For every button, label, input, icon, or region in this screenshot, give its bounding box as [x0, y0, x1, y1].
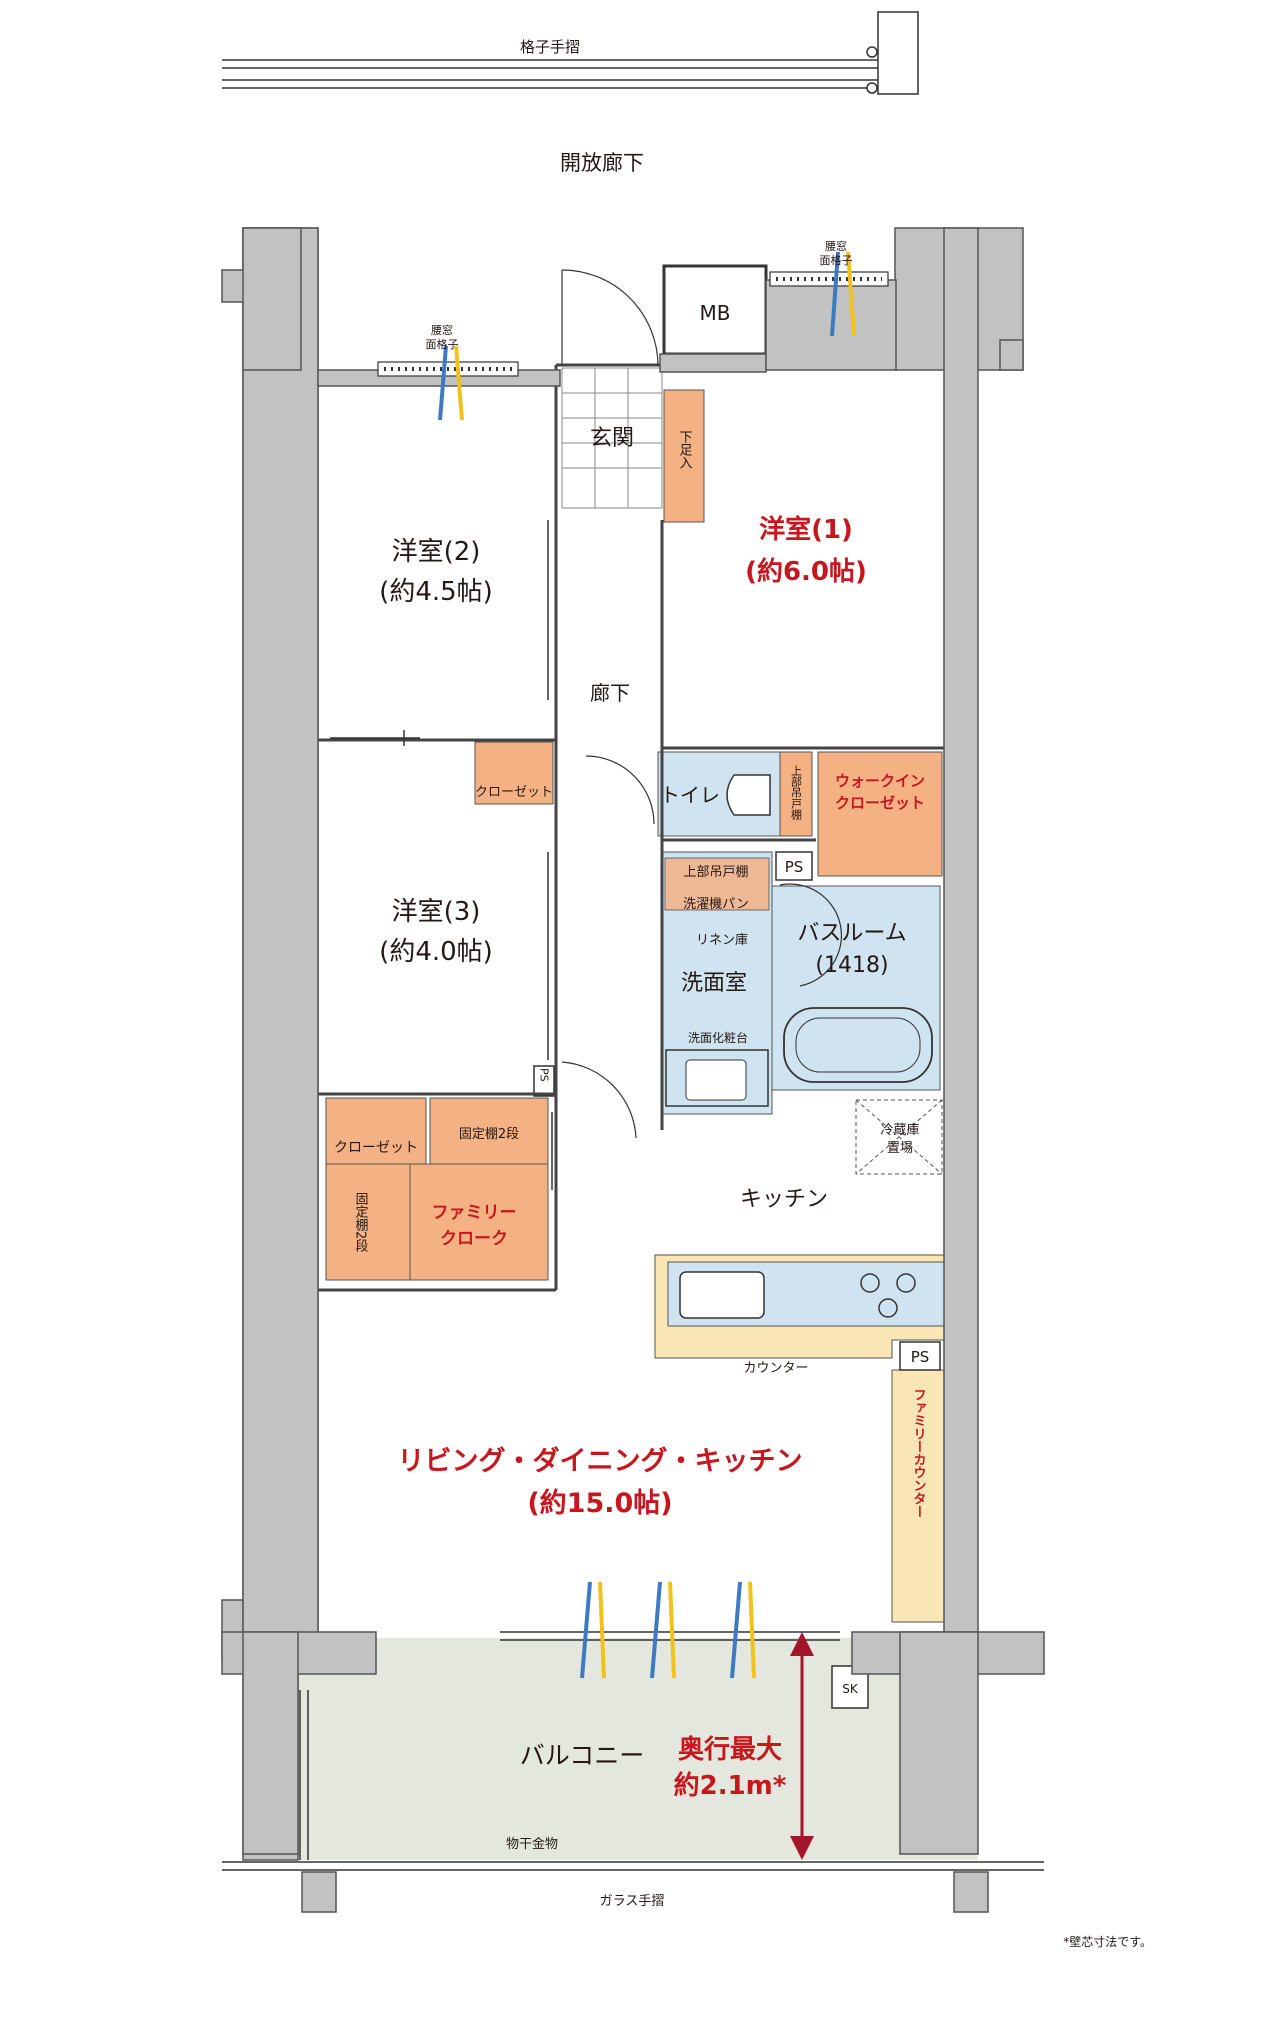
- ldk-size: (約15.0帖): [527, 1487, 672, 1519]
- ps-label-2: PS: [911, 1348, 930, 1366]
- ps-label-3: PS: [538, 1068, 551, 1082]
- washer-pan-label: 洗濯機パン: [683, 897, 749, 912]
- bathtub: [783, 1007, 933, 1083]
- airflow-arrows: [438, 251, 856, 1679]
- walkin-closet-label-1: ウォークイン: [835, 772, 925, 790]
- closet-room2: [474, 741, 554, 805]
- depth-label-1: 奥行最大: [678, 1734, 782, 1765]
- footnote: *壁芯寸法です。: [1063, 1934, 1152, 1949]
- walkin-closet-label-2: クローゼット: [835, 794, 925, 812]
- family-cloak: [325, 1163, 549, 1281]
- toilet-shelf: [779, 751, 813, 837]
- western2-size: (約4.5帖): [379, 577, 493, 607]
- western1-size: (約6.0帖): [745, 556, 867, 587]
- open-corridor-label: 開放廊下: [560, 151, 644, 175]
- hallway-label: 廊下: [590, 681, 630, 705]
- ps-box-2: [899, 1341, 941, 1371]
- ps-box-3: [533, 1065, 555, 1097]
- lattice-railing-top: 格子手摺: [222, 11, 919, 95]
- clothes-hanger-label: 物干金物: [506, 1836, 558, 1852]
- fixed-shelf-label: 固定棚2段: [459, 1127, 519, 1142]
- labels: 腰窓 面格子 腰窓 面格子 MB 玄関 下足入 洋室(1) (約6.0帖) 洋室…: [334, 239, 1152, 1949]
- sk-label: SK: [842, 1682, 859, 1696]
- depth-label-2: 約2.1m*: [674, 1770, 787, 1801]
- door-swings: [561, 269, 843, 1139]
- waist-window-top-label: 腰窓: [825, 239, 847, 253]
- waist-windows: [377, 271, 889, 377]
- walkin-closet: [817, 751, 943, 877]
- glass-railing-label: ガラス手摺: [600, 1894, 665, 1909]
- closet-room2-label: クローゼット: [475, 785, 553, 800]
- stove-burners: [860, 1273, 916, 1318]
- toilet-shelf-label: 上部吊戸棚: [790, 765, 803, 821]
- kitchen-sink: [679, 1271, 765, 1319]
- closet-room3: [325, 1097, 427, 1165]
- upper-cabinet: [664, 857, 770, 911]
- western3-size: (約4.0帖): [379, 937, 493, 967]
- structural-walls: [221, 227, 1045, 1913]
- fixed-shelf-vertical-label: 固定棚2段: [353, 1192, 369, 1253]
- western1-name: 洋室(1): [759, 514, 853, 545]
- washroom-label: 洗面室: [681, 971, 747, 996]
- sliding-doors: [330, 520, 553, 1190]
- bathroom-size: (1418): [815, 953, 888, 978]
- western3-name: 洋室(3): [392, 897, 481, 927]
- fridge-space: [855, 1099, 943, 1175]
- toilet-label: トイレ: [660, 783, 720, 807]
- family-cloak-label-2: クローク: [440, 1229, 508, 1249]
- closet-room3-label: クローゼット: [334, 1140, 418, 1156]
- fixed-shelf-top: [429, 1097, 549, 1165]
- upper-cabinet-label: 上部吊戸棚: [683, 865, 748, 880]
- ldk-name: リビング・ダイニング・キッチン: [398, 1445, 803, 1477]
- kitchen-label: キッチン: [740, 1187, 828, 1212]
- sk-box: [831, 1665, 869, 1709]
- shoe-storage-label: 下足入: [677, 430, 693, 469]
- genkan-label: 玄関: [590, 426, 634, 451]
- waist-window-bottom-label: 面格子: [820, 253, 853, 267]
- waist-window-left-top-label: 腰窓: [431, 323, 453, 337]
- family-cloak-label-1: ファミリー: [432, 1203, 517, 1223]
- lattice-railing-label: 格子手摺: [520, 38, 580, 56]
- shoe-storage: [663, 389, 705, 523]
- vanity-label: 洗面化粧台: [688, 1030, 748, 1045]
- family-counter-label: ファミリーカウンター: [911, 1388, 927, 1518]
- linen-storage-label: リネン庫: [696, 933, 748, 948]
- genkan-floor: [561, 367, 663, 509]
- interior-walls: [318, 363, 944, 1292]
- fridge-label-2: 置場: [887, 1141, 913, 1156]
- bathroom-name: バスルーム: [797, 921, 906, 946]
- balcony-label: バルコニー: [520, 1741, 645, 1770]
- family-counter: [891, 1369, 945, 1623]
- ps-label-1: PS: [785, 858, 804, 876]
- toilet-bowl: [726, 774, 771, 816]
- western2-name: 洋室(2): [392, 537, 481, 567]
- waist-window-left-bottom-label: 面格子: [426, 337, 459, 351]
- counter-label: カウンター: [743, 1361, 808, 1376]
- fridge-label-1: 冷蔵庫: [880, 1123, 919, 1138]
- ps-box-1: [775, 851, 813, 881]
- mb-label: MB: [700, 301, 731, 325]
- balcony-rails: [222, 1631, 1044, 1871]
